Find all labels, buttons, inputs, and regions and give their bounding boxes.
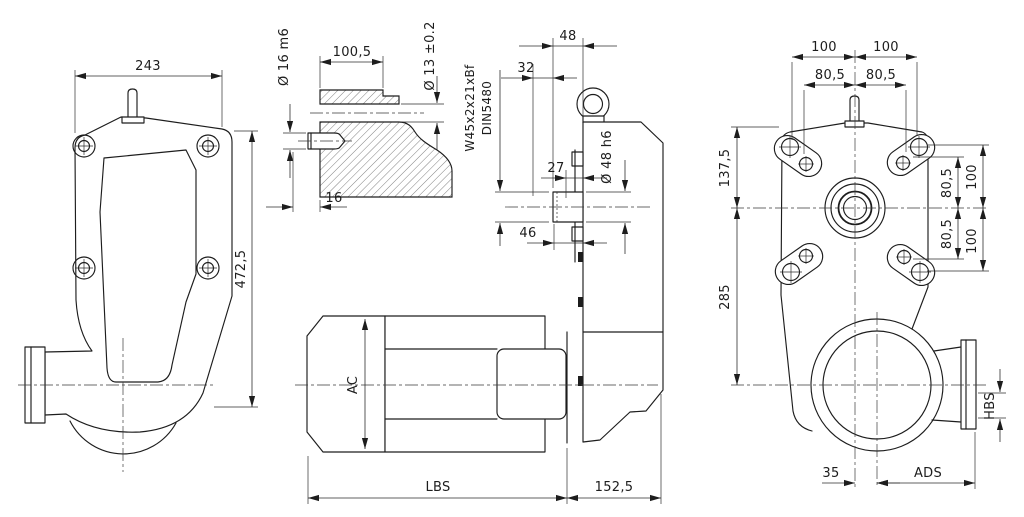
dim-rear-285: 285 (718, 284, 733, 310)
front-screw-boss-mr (196, 256, 220, 280)
detail-upper-section (319, 89, 400, 105)
rear-mount-pad-br (886, 243, 936, 287)
rear-port-flange (960, 339, 977, 430)
side-view-part (582, 93, 604, 115)
front-view: 243 472,5 (18, 59, 258, 472)
dim-detail-width: 100,5 (333, 45, 372, 60)
dim-side-48: 48 (559, 29, 576, 44)
dim-motor-len: LBS (425, 480, 450, 495)
rear-mount-pad-bl-part (774, 242, 824, 286)
dim-rear-100-l: 100 (811, 40, 837, 55)
rear-view-part (933, 346, 962, 352)
detail-lower-section (319, 121, 453, 198)
dim-spline-line1: W45x2x21xBf (463, 64, 477, 152)
front-screw-boss-mr-part (196, 256, 220, 280)
front-housing-outline (44, 116, 233, 433)
dim-rear-r100-u: 100 (965, 164, 980, 190)
rear-mount-pad-tl (773, 134, 823, 178)
rear-mount-pad-br-part (886, 243, 936, 287)
dim-motor-dia: AC (346, 376, 361, 394)
side-gearbox-body (582, 121, 664, 443)
dim-side-32: 32 (517, 61, 534, 76)
front-inner-pad (99, 149, 197, 383)
dim-side-152: 152,5 (595, 480, 634, 495)
dim-rear-r805-d: 80,5 (940, 219, 955, 249)
dim-detail-pin-dia: Ø 16 m6 (277, 28, 292, 86)
dim-rear-r805-u: 80,5 (940, 168, 955, 198)
side-view-part (578, 376, 583, 386)
front-screw-boss-tr (196, 134, 220, 158)
dim-front-width: 243 (135, 59, 161, 74)
rear-mount-pad-bl (774, 242, 824, 286)
side-flange-tab-upper (571, 151, 584, 167)
side-view-part (578, 297, 583, 307)
motor-adapter (496, 348, 567, 420)
dim-side-27: 27 (547, 161, 564, 176)
rear-mount-pad-tr (886, 133, 936, 177)
front-vent-pin (127, 88, 138, 119)
dim-rear-hbs: HBS (983, 392, 998, 420)
front-screw-boss-ml-part (72, 256, 96, 280)
dim-side-shaft-dia: Ø 48 h6 (600, 130, 615, 184)
rear-view-part (844, 120, 865, 128)
rear-vent-pin (849, 95, 860, 124)
front-screw-boss-tl (72, 134, 96, 158)
dim-rear-805-l: 80,5 (815, 68, 845, 83)
rear-view: 100 100 80,5 80,5 137,5 285 80,5 100 80,… (718, 40, 1006, 489)
front-view-part (121, 116, 145, 124)
rear-mount-pad-tl-part (773, 134, 823, 178)
dim-rear-r100-d: 100 (965, 228, 980, 254)
dim-front-height: 472,5 (234, 250, 249, 289)
rear-view-part (931, 419, 962, 423)
dim-detail-depth: 16 (325, 191, 342, 206)
dim-rear-1375: 137,5 (718, 149, 733, 188)
dim-rear-35: 35 (822, 466, 839, 481)
front-screw-boss-tr-part (196, 134, 220, 158)
front-bell-arc (69, 420, 177, 455)
front-screw-boss-ml (72, 256, 96, 280)
dim-detail-bore-dia: Ø 13 ±0.2 (423, 21, 438, 90)
dim-rear-ads: ADS (914, 466, 942, 481)
dim-side-46: 46 (519, 226, 536, 241)
dim-spline-line2: DIN5480 (480, 81, 494, 135)
dim-rear-805-r: 80,5 (866, 68, 896, 83)
side-flange-tab-lower (571, 226, 584, 242)
rear-mount-pad-tr-part (886, 133, 936, 177)
front-screw-boss-tl-part (72, 134, 96, 158)
dim-rear-100-r: 100 (873, 40, 899, 55)
side-view: 48 32 W45x2x21xBf DIN5480 27 Ø 48 h6 46 … (295, 29, 664, 504)
side-view-part (578, 252, 583, 262)
detail-section-view: 100,5 Ø 16 m6 Ø 13 ±0.2 16 (266, 21, 453, 212)
